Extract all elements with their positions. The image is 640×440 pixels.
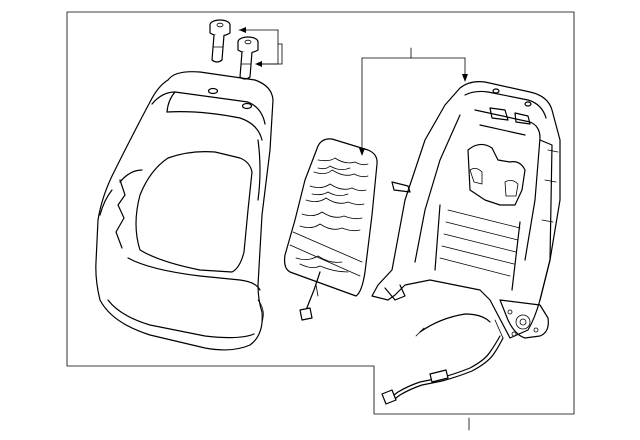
headrest-guide-left bbox=[209, 19, 231, 63]
seatback-frame-icon bbox=[371, 81, 561, 339]
seatback-cover-icon bbox=[95, 71, 274, 351]
callout-lumbar-and-frame bbox=[359, 47, 468, 156]
callout-headrest-guides bbox=[238, 27, 283, 67]
lumbar-support-icon bbox=[283, 138, 378, 321]
headrest-guide-icon bbox=[209, 19, 259, 80]
wire-harness-icon bbox=[381, 313, 504, 405]
headrest-guide-right bbox=[237, 36, 259, 80]
diagram-boundary bbox=[66, 11, 575, 415]
